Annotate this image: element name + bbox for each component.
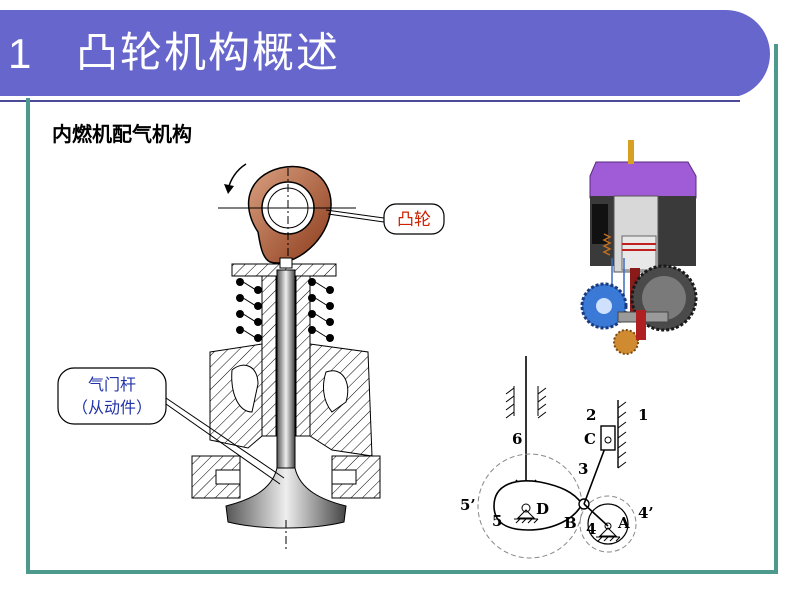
slide-title: 凸轮机构概述	[76, 28, 341, 77]
mech-label-2: 2	[586, 406, 596, 424]
valve-springs	[236, 278, 334, 342]
frame-bottom-border	[26, 570, 778, 574]
section-subtitle: 内燃机配气机构	[52, 122, 192, 146]
mech-point-d: D	[536, 500, 549, 518]
cam-mechanism-schematic	[477, 356, 637, 559]
valve-head	[225, 467, 347, 529]
valve-label-line1: 气门杆	[88, 375, 136, 394]
mech-label-1: 1	[638, 406, 648, 424]
mech-point-a: A	[617, 514, 630, 532]
valve-stem	[276, 269, 296, 471]
valve-train-drawing	[165, 163, 385, 550]
cam-label-box	[383, 203, 445, 235]
mech-label-4-prime: 4’	[638, 504, 654, 522]
slide-number: 1	[8, 30, 32, 77]
valve-label-box	[57, 367, 167, 425]
mech-label-5-prime: 5’	[460, 496, 476, 514]
cam-label: 凸轮	[397, 210, 431, 230]
banner-underline	[0, 96, 740, 102]
mech-label-3: 3	[578, 460, 588, 478]
engine-3d-illustration	[580, 140, 698, 355]
frame-left-border	[26, 98, 30, 574]
mech-label-4: 4	[586, 520, 596, 538]
mech-label-6: 6	[512, 430, 522, 448]
valve-label-line2: （从动件）	[72, 398, 152, 417]
title-banner	[0, 10, 770, 98]
mech-point-b: B	[564, 514, 577, 532]
frame-right-border	[774, 44, 778, 574]
mech-label-5: 5	[492, 512, 502, 530]
mech-point-c: C	[584, 430, 596, 448]
